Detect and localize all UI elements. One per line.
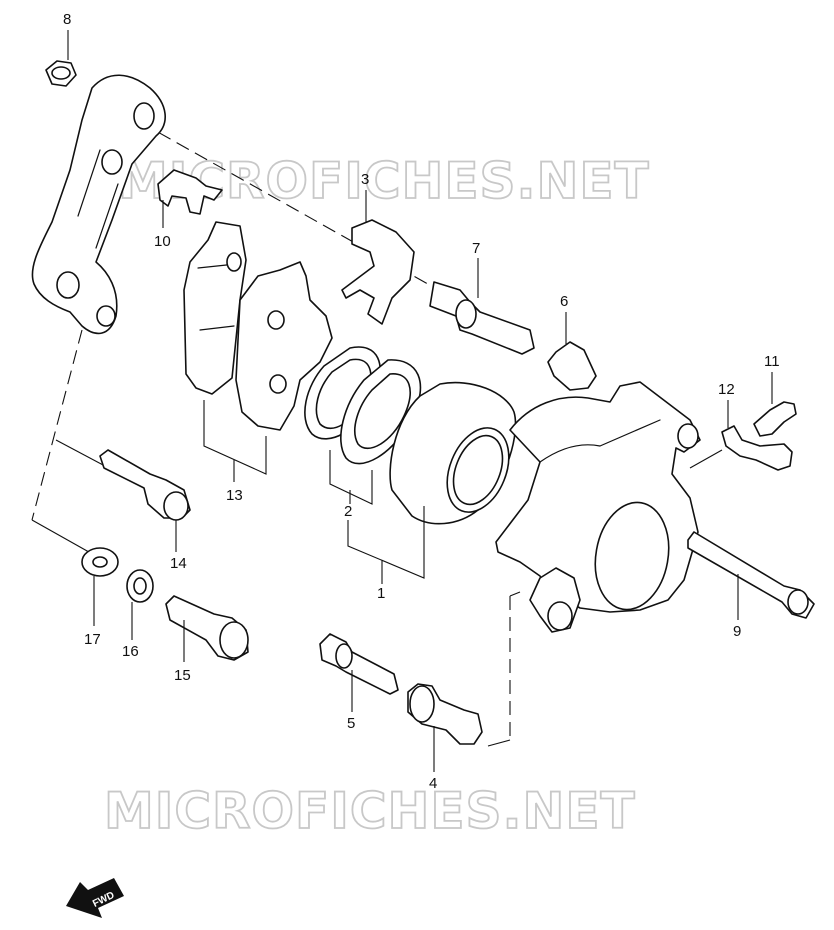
- callout-9: 9: [733, 623, 741, 640]
- part-13-brake-pad-set[interactable]: [183, 221, 333, 482]
- callout-4: 4: [429, 775, 437, 792]
- callout-11: 11: [764, 353, 780, 370]
- callout-6: 6: [560, 293, 568, 310]
- watermark-top: MICROFICHES.NET: [118, 152, 650, 210]
- caliper-body[interactable]: [495, 381, 701, 633]
- part-11-bleeder-valve[interactable]: [753, 372, 797, 437]
- part-12-bleeder-cap[interactable]: [689, 400, 793, 471]
- watermark-bottom: MICROFICHES.NET: [104, 782, 636, 840]
- part-2-piston-seals[interactable]: [304, 346, 422, 505]
- callout-12: 12: [718, 381, 735, 398]
- caliper-bracket[interactable]: [31, 74, 166, 335]
- part-4-slide-pin[interactable]: [407, 683, 483, 772]
- part-16-lock-washer[interactable]: [126, 569, 154, 640]
- callout-13: 13: [226, 487, 243, 504]
- callout-1: 1: [377, 585, 385, 602]
- part-3-pad-retainer[interactable]: [341, 190, 415, 325]
- part-5-slide-pin[interactable]: [319, 633, 399, 712]
- part-1-piston[interactable]: [347, 381, 520, 584]
- callout-labels: 8 3 10 7 6 11 12 13 2 14 1 9 17 16 15 5 …: [63, 11, 780, 792]
- part-8-flange-nut[interactable]: [45, 30, 77, 87]
- callout-16: 16: [122, 643, 139, 660]
- part-10-pad-spring[interactable]: [157, 169, 223, 228]
- callout-3: 3: [361, 171, 369, 188]
- part-7-slide-pin-bolt[interactable]: [429, 258, 535, 355]
- callout-15: 15: [174, 667, 191, 684]
- part-14-bolt[interactable]: [99, 449, 191, 552]
- callout-10: 10: [154, 233, 171, 250]
- callout-8: 8: [63, 11, 71, 28]
- part-6-boot[interactable]: [547, 312, 597, 391]
- callout-5: 5: [347, 715, 355, 732]
- part-9-slide-pin[interactable]: [687, 531, 815, 620]
- callout-7: 7: [472, 240, 480, 257]
- callout-17: 17: [84, 631, 101, 648]
- callout-14: 14: [170, 555, 187, 572]
- part-15-bolt[interactable]: [165, 595, 249, 662]
- part-17-washer[interactable]: [81, 547, 119, 626]
- callout-2: 2: [344, 503, 352, 520]
- fwd-arrow-icon: FWD: [66, 878, 124, 918]
